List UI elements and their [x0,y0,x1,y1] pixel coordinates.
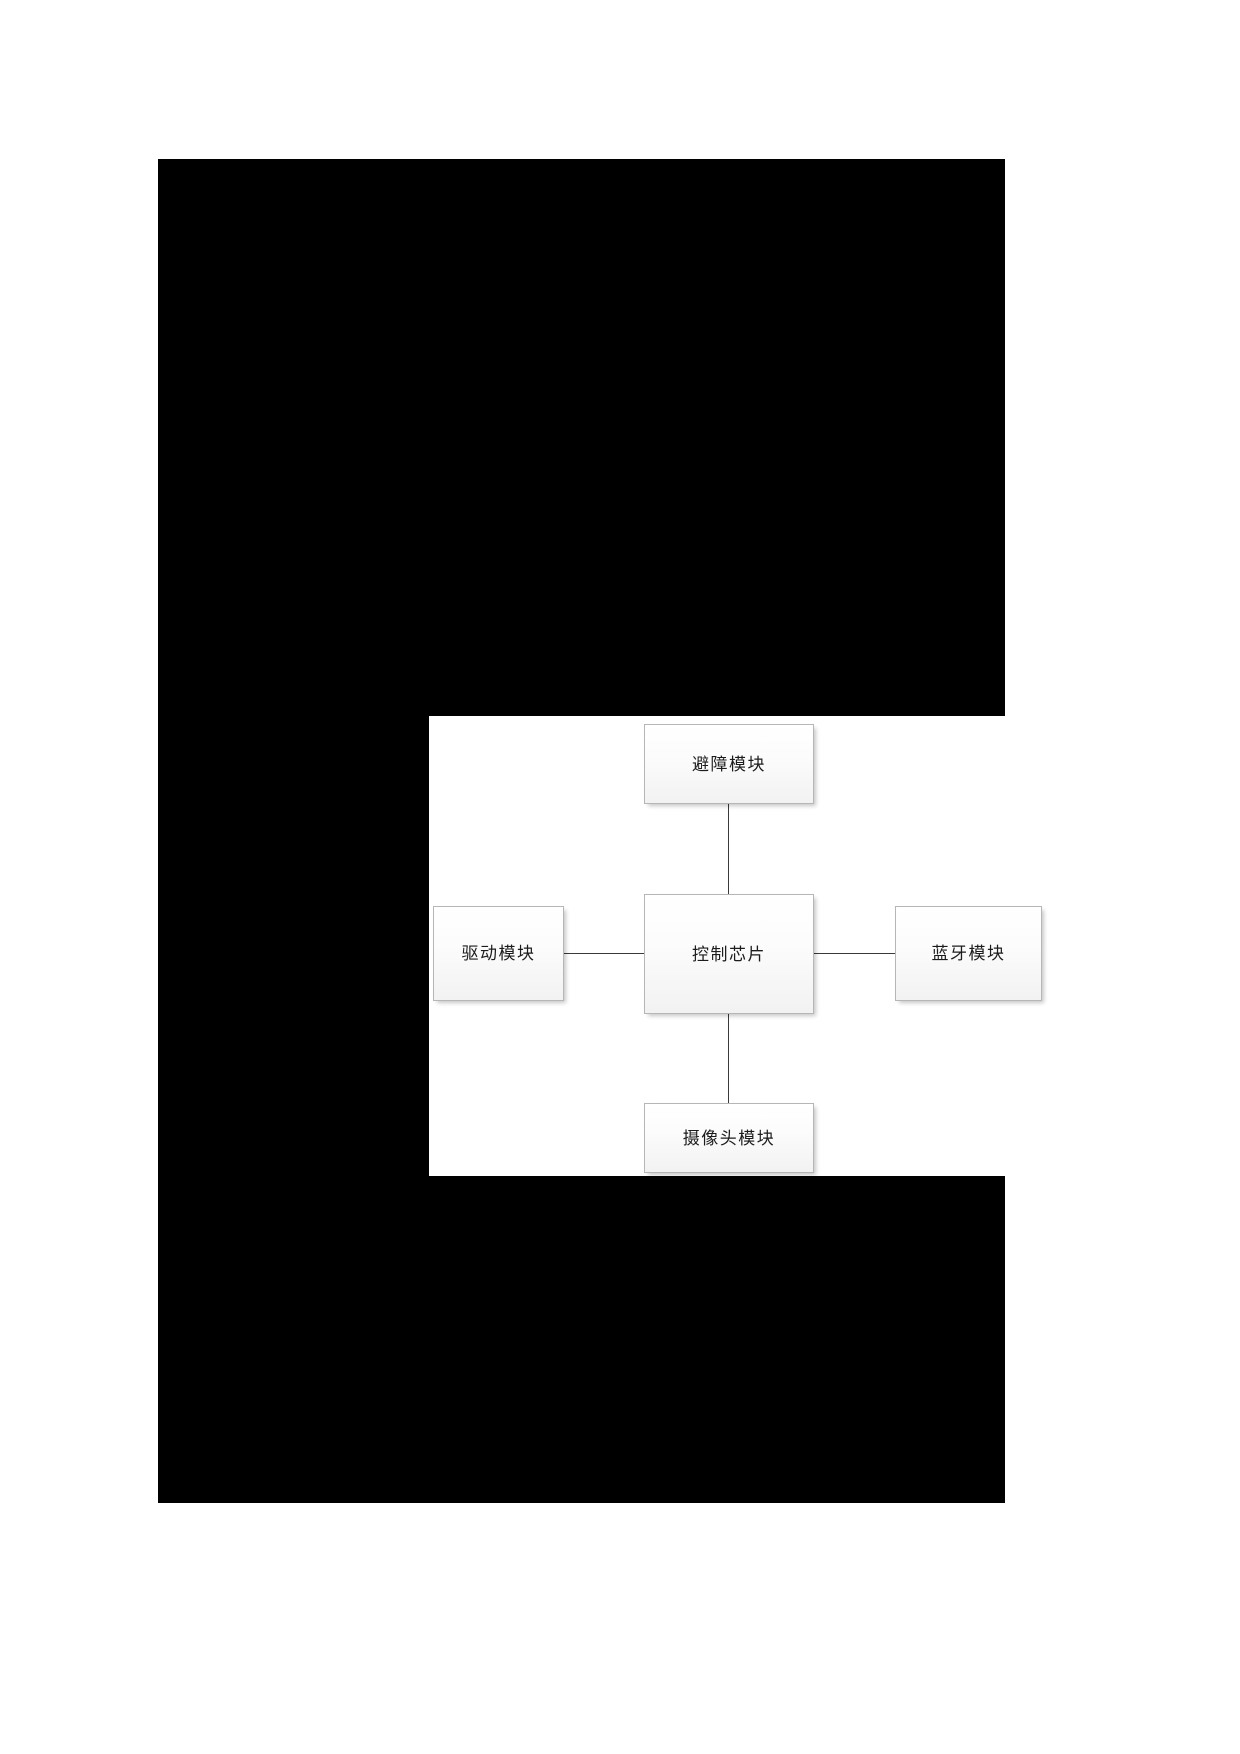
node-camera-module-label: 摄像头模块 [682,1128,776,1148]
node-obstacle-module-label: 避障模块 [692,754,766,774]
node-control-chip[interactable]: 控制芯片 [644,894,814,1014]
connector-control-to-camera [728,1014,729,1103]
connector-control-to-bluetooth [814,953,895,954]
node-camera-module[interactable]: 摄像头模块 [644,1103,814,1173]
node-control-chip-label: 控制芯片 [692,944,766,964]
node-bluetooth-module[interactable]: 蓝牙模块 [895,906,1042,1001]
node-drive-module[interactable]: 驱动模块 [433,906,564,1001]
document-canvas: 避障模块 控制芯片 驱动模块 蓝牙模块 摄像头模块 [158,159,1048,1503]
diagram-panel: 避障模块 控制芯片 驱动模块 蓝牙模块 摄像头模块 [429,716,1048,1176]
node-bluetooth-module-label: 蓝牙模块 [931,944,1006,963]
connector-drive-to-control [564,953,644,954]
node-obstacle-module[interactable]: 避障模块 [644,724,814,804]
connector-obstacle-to-control [728,804,729,894]
node-drive-module-label: 驱动模块 [461,944,536,963]
